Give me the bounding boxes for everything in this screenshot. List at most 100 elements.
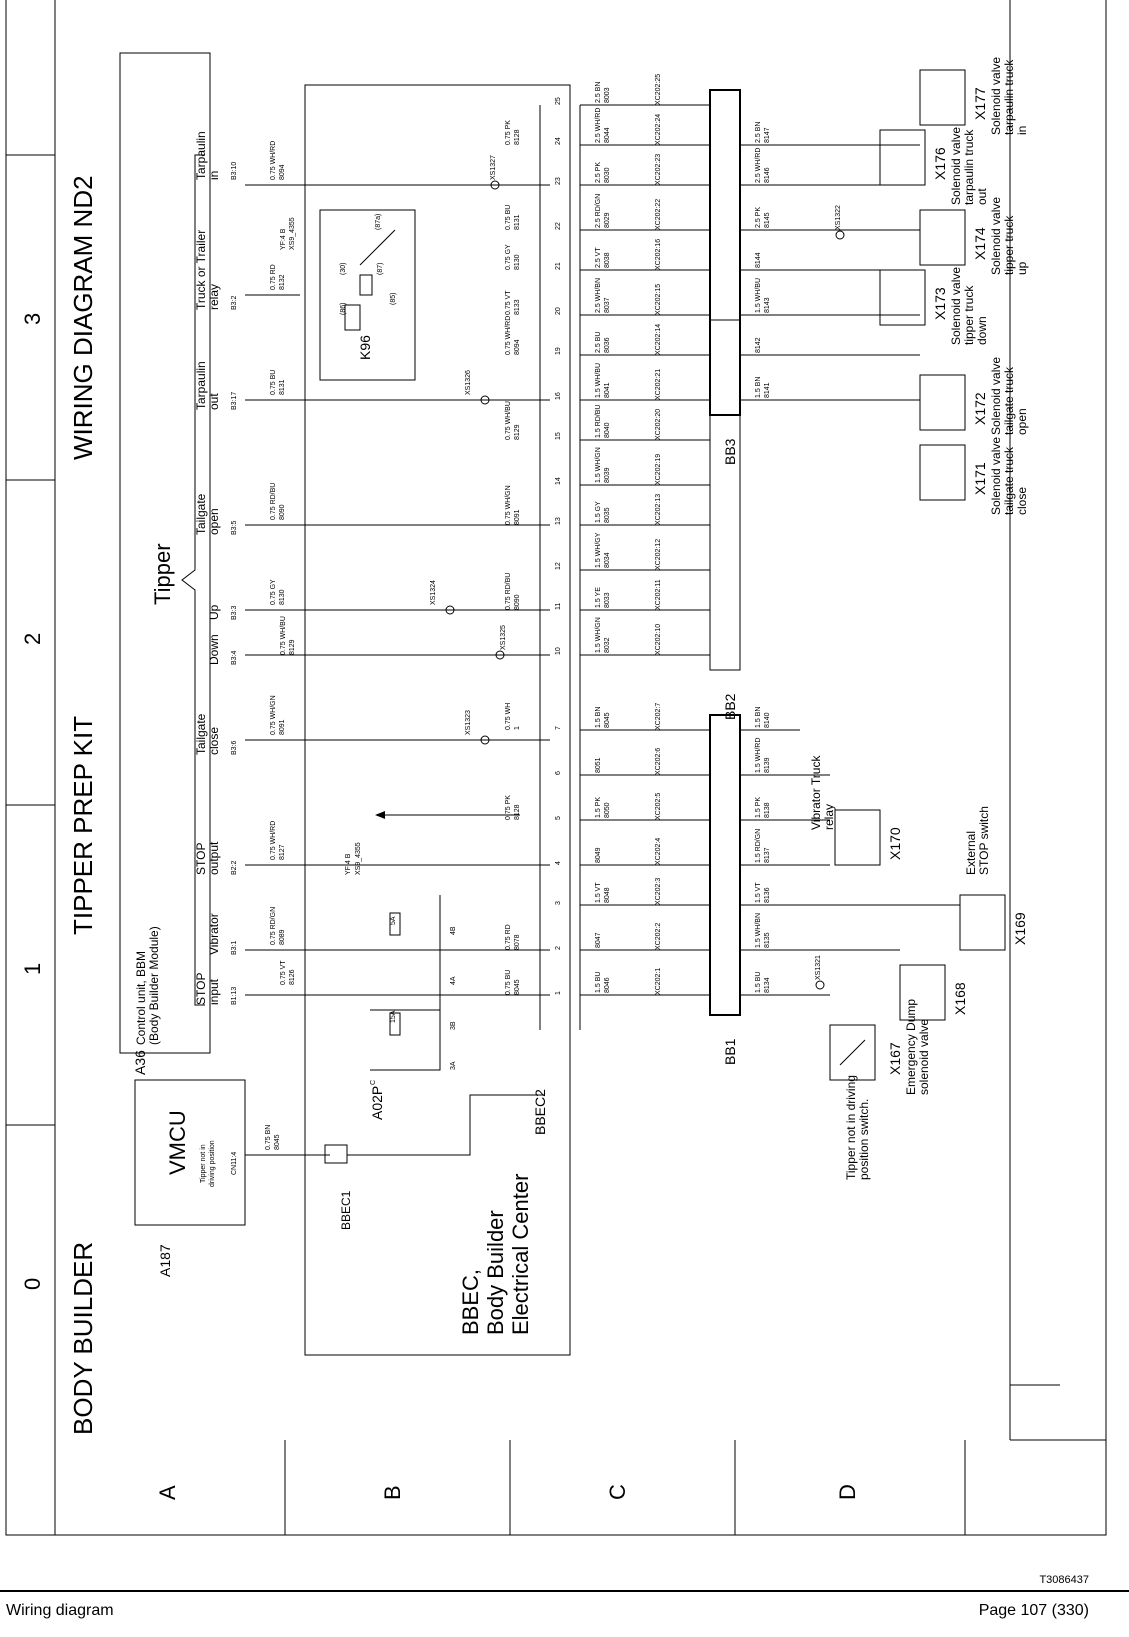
wire-label: 2.5 WH/RD [595,108,602,143]
bbec-title: BBEC, [458,1269,483,1335]
k96-pin: (87) [377,263,384,275]
wire-label: 2.5 PK [595,162,602,183]
bbm-output-label: out [207,393,221,410]
pin-number: 4 [555,861,562,865]
grid-column-label: 0 [20,1278,45,1290]
wire-label: 0.75 VT [505,290,512,315]
wire-label: 8034 [604,552,611,568]
x176-desc: out [975,188,989,205]
bbec1-label: BBEC1 [339,1190,353,1230]
wire-label: 8032 [604,637,611,653]
wire-label: 8130 [279,589,286,605]
pin-number: 15 [555,432,562,440]
wire-label: 2.5 BU [595,332,602,353]
k96-pin: (87a) [375,214,382,230]
bbm-output-label: input [207,978,221,1005]
splice-xs1323 [480,735,490,745]
bbm-output-pin: B3:17 [231,392,238,410]
wire-label: 8132 [279,274,286,290]
wire-label: 0.75 BU [505,970,512,995]
splice-xs1324 [445,605,455,615]
grid-row-label: A [155,1485,180,1500]
wire-label: 8037 [604,297,611,313]
wire-label: 8136 [764,887,771,903]
wire-label: 8050 [604,802,611,818]
wire-label: 8126 [289,969,296,985]
pin-number: 20 [555,307,562,315]
bb1-label: BB1 [722,1038,738,1065]
x173-valve [879,269,926,326]
wire-label: 0.75 RD [505,924,512,950]
vmcu-pin: CN11:4 [231,1152,238,1175]
x170-relay [834,809,881,866]
bbm-output-label: STOP [194,973,208,1005]
xc-label: XC202:7 [655,703,662,730]
yf-ref: XS9_4355 [355,842,362,875]
pin-number: 14 [555,477,562,485]
wire-label: 8127 [279,844,286,860]
bbm-output-label: Tailgate [194,493,208,535]
xc-label: XC202:2 [655,923,662,950]
wire-label: 0.75 GY [270,579,277,605]
a02p-label: A02P [369,1086,385,1120]
fuse-pin: 4A [450,976,457,985]
bbm-title: Control unit, BBM [134,951,148,1045]
splice-xs1326 [480,395,490,405]
x172-valve [919,374,966,431]
wire-label: 8145 [764,212,771,228]
wire-label: 8029 [604,212,611,228]
xc-label: XC202:11 [655,579,662,610]
xc-label: XC202:4 [655,838,662,865]
bbm-output-pin: B1:13 [231,987,238,1005]
a187-ref: A187 [157,1244,173,1277]
k96-switch [359,229,396,266]
wire-label: 8133 [514,299,521,315]
x167-switch [829,1024,876,1081]
wire-label: 1.5 BN [595,707,602,728]
wire-label: 8089 [279,929,286,945]
xc-label: XC202:1 [655,968,662,995]
pin-number: 7 [555,726,562,730]
x174-desc: up [1015,261,1029,275]
x167-switch-contact [839,1039,866,1066]
wire-label: 8045 [604,712,611,728]
grid-column-label: 3 [20,313,45,325]
wire-label: 2.5 BN [755,122,762,143]
pin-number: 5 [555,816,562,820]
bbm-output-pin: B3:1 [231,940,238,955]
x174-ref: X174 [972,227,988,260]
wire-label: 0.75 WH/GN [270,695,277,735]
grid-row-label: B [380,1485,405,1500]
wire-label: 8033 [604,592,611,608]
document-id: T3086437 [1039,1574,1089,1586]
x177-desc: tarpaulin truck [1002,59,1016,135]
splice-xs1322 [835,230,845,240]
yf-ref: YF:4 B [280,228,287,250]
wire-label: 1.5 WH/RD [755,738,762,773]
bbm-output-label: Tarpaulin [194,131,208,180]
x170-desc: relay [822,804,836,830]
bbm-output-label: close [207,727,221,755]
bbm-output-pin: B3:3 [231,605,238,620]
wire-label: 1.5 VT [755,882,762,903]
wire-label: 0.75 RD [270,264,277,290]
bbm-output-label: Vibrator [207,913,221,955]
wire-label: 8128 [514,804,521,820]
pin-number: 25 [555,97,562,105]
xc-label: XC202:20 [655,409,662,440]
x171-ref: X171 [972,462,988,495]
bbm-output-label: relay [207,284,221,310]
x169-switch [959,894,1006,951]
x171-valve [919,444,966,501]
wire-label: 8091 [514,509,521,525]
wire-label: 1.5 PK [755,797,762,818]
wire-label: 8146 [764,167,771,183]
x177-desc: Solenoid valve [989,57,1003,135]
wire-label: 8047 [595,932,602,948]
xc-label: XC202:12 [655,539,662,570]
grid-row-label: C [605,1484,630,1500]
fuse-pin: 3A [450,1061,457,1070]
xc-label: XC202:6 [655,748,662,775]
splice-label: XS1321 [815,955,822,980]
